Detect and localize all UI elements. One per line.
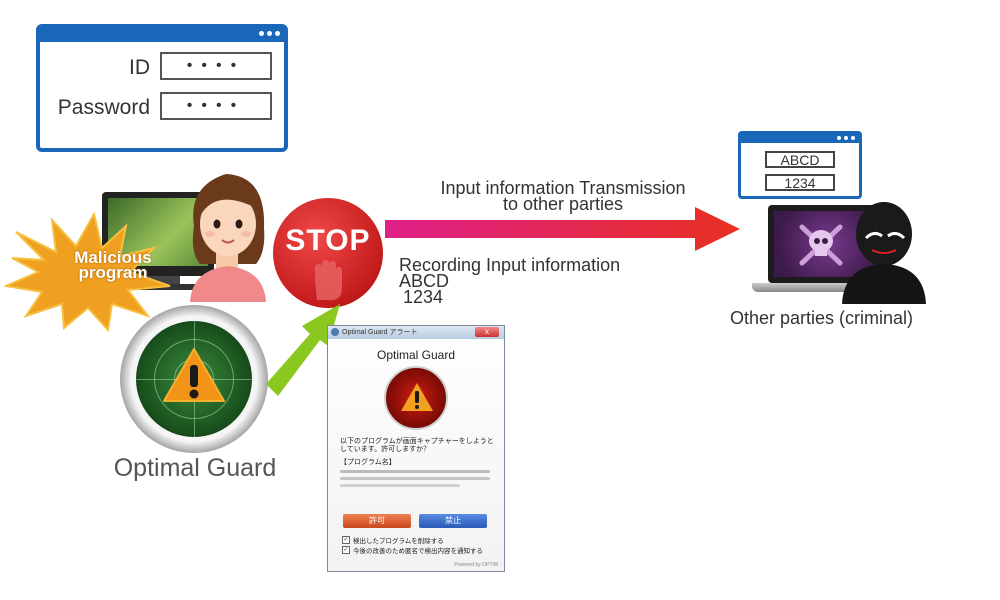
stolen-password-box: 1234 [765,174,835,191]
stop-text: STOP [285,224,371,257]
login-window: ID •••• Password •••• [36,24,288,152]
monitor-stand [140,276,180,284]
warning-triangle-icon [163,348,225,402]
recording-line2: ABCD [399,271,450,291]
recording-label: Recording Input information ABCD 1234 [399,255,621,307]
transmission-line1: Input information Transmission [440,178,686,198]
id-label: ID [129,56,150,79]
dialog-title: Optimal Guard アラート [342,329,418,336]
criminal-window-titlebar [741,134,859,143]
stolen-id-box: ABCD [765,151,835,168]
other-parties-label: Other parties (criminal) [730,308,914,328]
laptop-base [752,283,902,292]
notify-checkbox[interactable]: ✓ 今後の改善のため匿名で検出内容を通知する [342,545,483,555]
program-path-redacted [340,477,490,480]
dialog-footer: Powered by OPTIM [454,562,498,568]
stop-hand-icon [315,260,342,300]
transmission-arrow [385,207,740,251]
checkbox-2-label: 今後の改善のため匿名で検出内容を通知する [353,548,483,555]
victim-user-icon [190,174,266,302]
transmission-label: Input information Transmission to other … [398,178,728,214]
program-name-label: 【プログラム名】 [340,459,396,466]
malicious-label-line1: Malicious [74,248,152,267]
stop-sign-icon: STOP [273,198,383,308]
skull-crossbones-icon [799,224,843,266]
id-field[interactable]: •••• [160,52,272,80]
login-window-titlebar [40,28,284,42]
criminal-data-window: ABCD 1234 [738,131,862,199]
program-detail-redacted [340,484,460,487]
checkbox-2-box[interactable]: ✓ [342,546,350,554]
malicious-label-line2: program [78,263,148,282]
program-name-redacted [340,470,490,473]
optimal-guard-radar-icon [120,305,268,453]
allow-button[interactable]: 許可 [343,514,411,528]
dialog-warning-icon [384,366,448,430]
alert-dialog: Optimal Guard アラート x Optimal Guard 以下のプロ… [327,325,505,572]
window-controls [259,31,280,36]
dialog-message: 以下のプログラムが画面キャプチャーをしようとしています。許可しますか？ [340,438,494,453]
radar-screen [136,321,252,437]
recording-line3: 1234 [403,287,444,307]
guard-arrow [266,304,340,396]
criminal-window-controls [837,136,855,140]
app-icon [331,328,339,336]
password-label: Password [57,96,150,119]
delete-program-checkbox[interactable]: ✓ 検出したプログラムを削除する [342,535,444,545]
dialog-titlebar: Optimal Guard アラート x [328,326,504,339]
malicious-program-label: Malicious program [58,248,168,282]
checkbox-1-label: 検出したプログラムを削除する [353,538,444,545]
deny-button[interactable]: 禁止 [419,514,487,528]
close-button[interactable]: x [475,327,499,337]
dialog-heading: Optimal Guard [376,348,456,362]
recording-line1: Recording Input information [399,255,621,275]
checkbox-1-box[interactable]: ✓ [342,536,350,544]
criminal-icon [842,202,926,304]
optimal-guard-label: Optimal Guard [113,454,277,482]
transmission-line2: to other parties [502,194,624,214]
password-field[interactable]: •••• [160,92,272,120]
malicious-burst-icon [4,212,171,332]
